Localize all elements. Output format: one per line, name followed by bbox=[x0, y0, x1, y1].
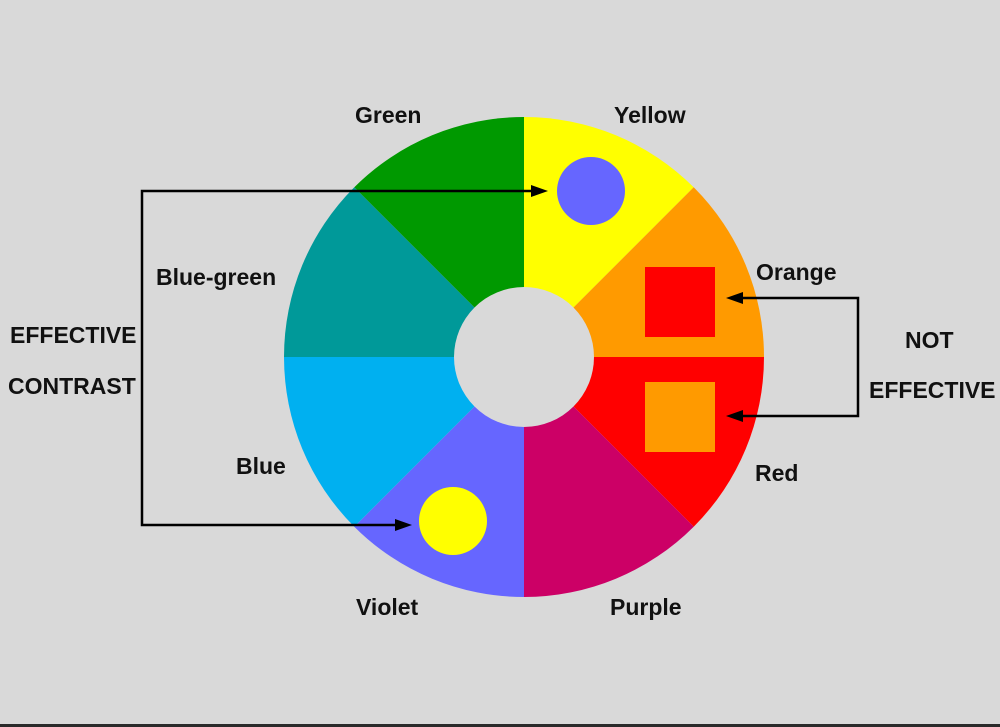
label-yellow: Yellow bbox=[614, 102, 686, 128]
label-violet: Violet bbox=[356, 594, 419, 620]
arrow-head-to-violet bbox=[395, 519, 412, 531]
orange-square-on-red bbox=[645, 382, 715, 452]
violet-circle-on-yellow bbox=[557, 157, 625, 225]
contrast-label: CONTRAST bbox=[8, 373, 136, 399]
arrow-head-to-yellow bbox=[531, 185, 548, 197]
arrow-head-to-orange bbox=[726, 292, 743, 304]
wheel-segment-green bbox=[354, 117, 524, 357]
wheel-segment-purple bbox=[524, 357, 694, 597]
not-effective-label: EFFECTIVE bbox=[869, 377, 996, 403]
wheel-segment-blue bbox=[284, 357, 524, 527]
not-effective-bracket bbox=[742, 296, 860, 418]
wheel-segment-blue-green bbox=[284, 187, 524, 357]
not-label: NOT bbox=[905, 327, 954, 353]
label-orange: Orange bbox=[756, 259, 837, 285]
effective-bracket bbox=[140, 189, 532, 527]
wheel-hole bbox=[454, 287, 594, 427]
arrow-head-to-red bbox=[726, 410, 743, 422]
label-green: Green bbox=[355, 102, 422, 128]
effective-label: EFFECTIVE bbox=[10, 322, 137, 348]
label-blue-green: Blue-green bbox=[156, 264, 277, 290]
red-square-on-orange bbox=[645, 267, 715, 337]
label-blue: Blue bbox=[236, 453, 286, 479]
yellow-circle-on-violet bbox=[419, 487, 487, 555]
label-purple: Purple bbox=[610, 594, 682, 620]
label-red: Red bbox=[755, 460, 799, 486]
